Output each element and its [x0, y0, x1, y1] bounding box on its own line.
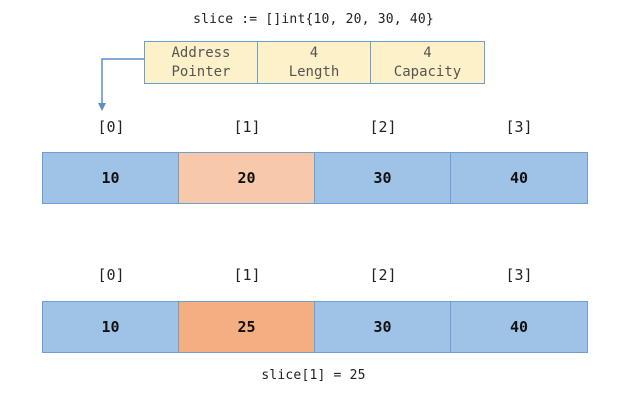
length-label: Length — [288, 63, 340, 80]
array-cell: 40 — [451, 302, 587, 352]
array-after: 10 25 30 40 — [42, 301, 588, 353]
pointer-value: Address — [171, 44, 231, 61]
index-label: [2] — [369, 118, 397, 136]
slice-header-capacity: 4 Capacity — [371, 42, 484, 83]
capacity-value: 4 — [423, 44, 432, 61]
index-label: [1] — [233, 266, 261, 284]
array-cell: 10 — [43, 302, 179, 352]
array-before: 10 20 30 40 — [42, 152, 588, 204]
index-label: [2] — [369, 266, 397, 284]
array-cell: 30 — [315, 302, 451, 352]
array-cell: 30 — [315, 153, 451, 203]
array-cell: 40 — [451, 153, 587, 203]
index-label: [3] — [505, 118, 533, 136]
index-label: [3] — [505, 266, 533, 284]
pointer-label: Pointer — [171, 63, 231, 80]
index-label: [0] — [97, 266, 125, 284]
slice-header: Address Pointer 4 Length 4 Capacity — [144, 41, 485, 84]
index-row-after: [0] [1] [2] [3] — [43, 266, 588, 284]
slice-header-pointer: Address Pointer — [145, 42, 258, 83]
slice-declaration-code: slice := []int{10, 20, 30, 40} — [193, 12, 434, 27]
array-cell: 10 — [43, 153, 179, 203]
slice-header-length: 4 Length — [258, 42, 371, 83]
index-label: [1] — [233, 118, 261, 136]
index-label: [0] — [97, 118, 125, 136]
index-row-before: [0] [1] [2] [3] — [43, 118, 588, 136]
array-cell: 25 — [179, 302, 315, 352]
capacity-label: Capacity — [393, 63, 462, 80]
length-value: 4 — [309, 44, 319, 61]
assignment-code: slice[1] = 25 — [261, 368, 366, 383]
array-cell: 20 — [179, 153, 315, 203]
